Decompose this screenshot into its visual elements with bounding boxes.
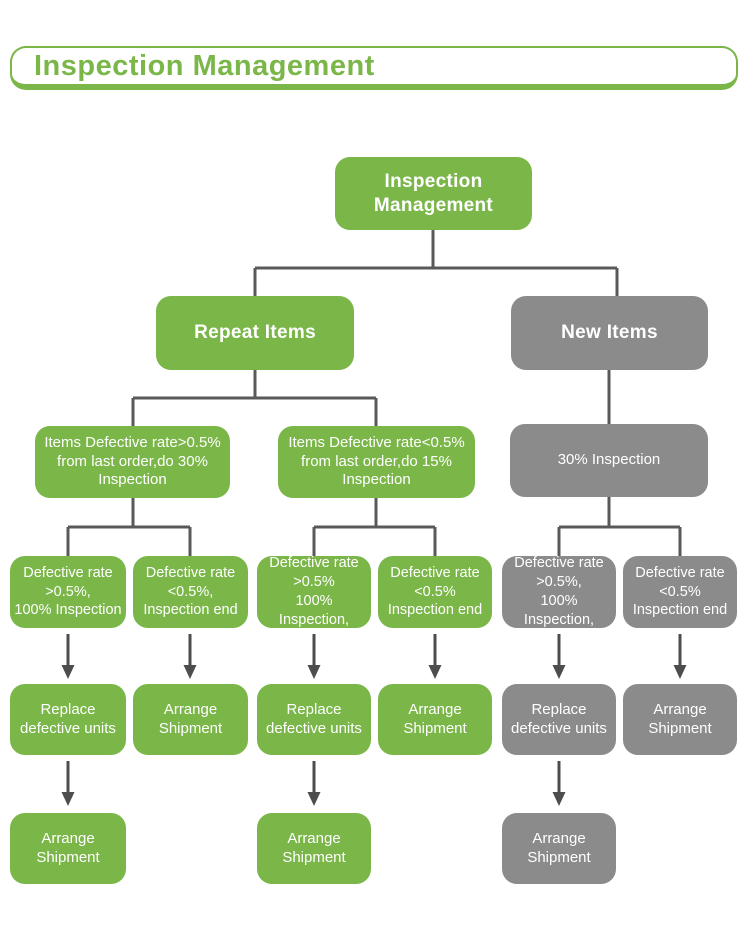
node-inspection-management: Inspection Management bbox=[335, 157, 532, 230]
connector-repeat-low-to-level4 bbox=[312, 498, 437, 556]
node-repeat-high-arrange-shipment: Arrange Shipment bbox=[133, 684, 248, 755]
node-new-100pct-inspection: Defective rate >0.5%, 100% Inspection, bbox=[502, 555, 616, 628]
node-repeat-low-final-shipment: Arrange Shipment bbox=[257, 813, 371, 884]
connector-root-to-level2 bbox=[253, 230, 619, 296]
page-title: Inspection Management bbox=[34, 49, 375, 82]
node-new-arrange-shipment: Arrange Shipment bbox=[623, 684, 737, 755]
node-new-inspection-end: Defective rate <0.5% Inspection end bbox=[623, 556, 737, 628]
arrows-level5-to-level6 bbox=[61, 761, 566, 806]
node-new-final-shipment: Arrange Shipment bbox=[502, 813, 616, 884]
node-repeat-low-arrange-shipment: Arrange Shipment bbox=[378, 684, 492, 755]
connector-repeat-high-to-level4 bbox=[66, 498, 192, 556]
node-repeat-low-100pct-inspection: Defective rate >0.5% 100% Inspection, bbox=[257, 555, 371, 628]
node-repeat-high-100pct-inspection: Defective rate >0.5%, 100% Inspection bbox=[10, 556, 126, 628]
node-repeat-high-final-shipment: Arrange Shipment bbox=[10, 813, 126, 884]
node-new-30pct-inspection: 30% Inspection bbox=[510, 424, 708, 497]
node-repeat-defect-rate-high: Items Defective rate>0.5% from last orde… bbox=[35, 426, 230, 498]
node-repeat-low-inspection-end: Defective rate <0.5% Inspection end bbox=[378, 556, 492, 628]
node-repeat-high-replace-units: Replace defective units bbox=[10, 684, 126, 755]
node-new-items: New Items bbox=[511, 296, 708, 370]
node-repeat-high-inspection-end: Defective rate <0.5%, Inspection end bbox=[133, 556, 248, 628]
node-repeat-low-replace-units: Replace defective units bbox=[257, 684, 371, 755]
node-repeat-items: Repeat Items bbox=[156, 296, 354, 370]
page-header-banner: Inspection Management bbox=[10, 46, 738, 90]
node-new-replace-units: Replace defective units bbox=[502, 684, 616, 755]
arrows-level4-to-level5 bbox=[61, 634, 687, 679]
connector-new-to-level4 bbox=[557, 497, 682, 556]
node-repeat-defect-rate-low: Items Defective rate<0.5% from last orde… bbox=[278, 426, 475, 498]
connector-repeat-to-level3 bbox=[131, 370, 378, 426]
